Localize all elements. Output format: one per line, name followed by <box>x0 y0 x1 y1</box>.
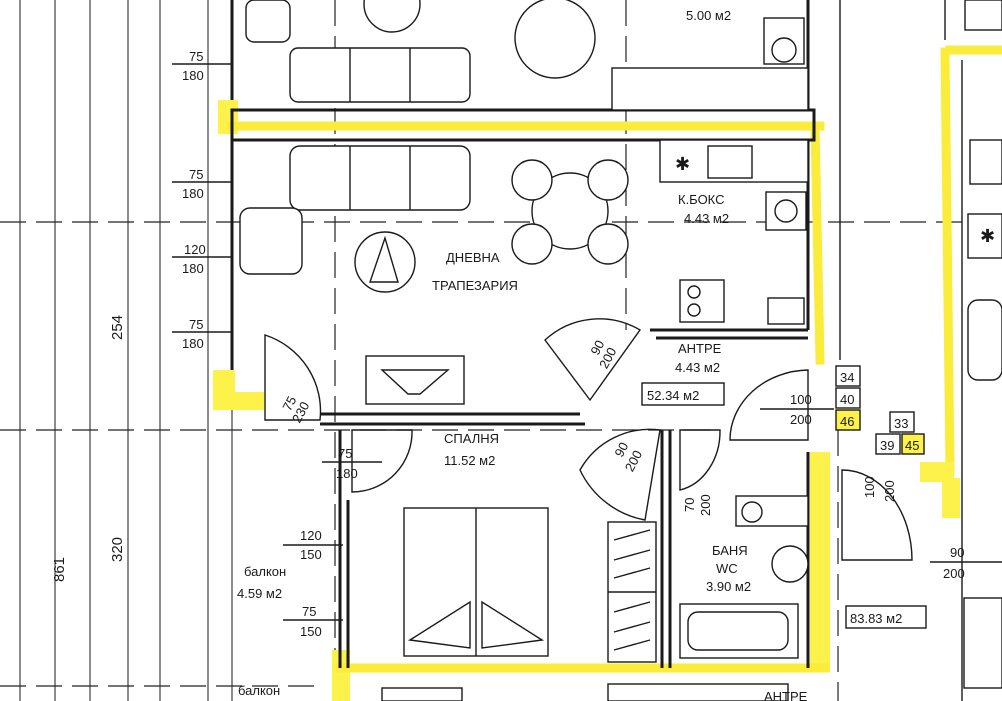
neighbor-fittings: ✱ <box>381 0 1002 701</box>
kitchen-box-label: К.БОКС <box>678 192 725 207</box>
door-annotations: 75 230 90 200 90 200 70 200 100 200 100 … <box>279 338 1002 581</box>
kitchen-box-area: 4.43 м2 <box>684 211 729 226</box>
entry-area: 4.43 м2 <box>675 360 720 375</box>
stair-num-6: 45 <box>905 438 919 453</box>
window-7-width: 75 <box>302 604 316 619</box>
wardrobe <box>607 521 657 663</box>
armchair <box>239 207 303 275</box>
entry-bottom-label: АНТРЕ <box>764 689 808 701</box>
dining-table <box>511 159 629 265</box>
neighbor-total-box <box>845 605 927 629</box>
dimension-labels: 254 320 861 <box>51 315 126 582</box>
walls <box>230 0 963 701</box>
bath-label-1: БАНЯ <box>712 543 748 558</box>
window-4-width: 75 <box>189 317 203 332</box>
window-6-width: 120 <box>300 528 322 543</box>
stair-num-2: 40 <box>840 392 854 407</box>
window-6-height: 150 <box>300 547 322 562</box>
door-swings <box>264 318 913 561</box>
stair-num-1: 34 <box>840 370 854 385</box>
window-2-height: 180 <box>182 186 204 201</box>
bath-label-2: WC <box>716 561 738 576</box>
kitchen-top-area: 5.00 м2 <box>686 8 731 23</box>
dim-upper: 254 <box>109 315 126 340</box>
balcony-bottom-label: балкон <box>238 683 280 698</box>
dim-lower: 320 <box>109 537 126 562</box>
svg-text:✱: ✱ <box>675 154 690 174</box>
window-1-width: 75 <box>189 49 203 64</box>
front-door-width: 100 <box>790 392 812 407</box>
apartment-total: 52.34 м2 <box>647 388 699 403</box>
window-1-height: 180 <box>182 68 204 83</box>
bedroom-area: 11.52 м2 <box>444 453 495 468</box>
living-label-1: ДНЕВНА <box>446 250 500 265</box>
balcony-area: 4.59 м2 <box>237 586 282 601</box>
front-door-height: 200 <box>790 412 812 427</box>
entry-door-width: 90 <box>587 338 607 358</box>
bath-door-height: 200 <box>698 494 713 516</box>
window-4-height: 180 <box>182 336 204 351</box>
apartment-total-box <box>641 382 725 406</box>
stair-num-5: 39 <box>880 438 894 453</box>
window-5-width: 75 <box>338 446 352 461</box>
neighbor-total: 83.83 м2 <box>850 611 902 626</box>
window-3-height: 180 <box>182 261 204 276</box>
bed <box>403 507 549 657</box>
window-2-width: 75 <box>189 167 203 182</box>
window-3-width: 120 <box>184 242 206 257</box>
neighbor-door-width: 90 <box>950 545 964 560</box>
room-labels: ДНЕВНА ТРАПЕЗАРИЯ К.БОКС 4.43 м2 АНТРЕ 4… <box>237 192 927 701</box>
entry-label: АНТРЕ <box>678 341 722 356</box>
svg-text:✱: ✱ <box>980 226 995 246</box>
tv-unit <box>365 355 465 405</box>
stair-num-3: 46 <box>840 414 854 429</box>
dim-overall: 861 <box>51 557 68 582</box>
balcony-door-width: 75 <box>279 394 299 414</box>
window-annotations: 75 180 75 180 120 180 75 180 75 180 120 … <box>172 49 382 639</box>
window-7-height: 150 <box>300 624 322 639</box>
bath-area: 3.90 м2 <box>706 579 751 594</box>
living-label-2: ТРАПЕЗАРИЯ <box>432 278 518 293</box>
bedroom-label: СПАЛНЯ <box>444 431 499 446</box>
lamp-icon <box>354 231 416 293</box>
bedroom-door-width: 90 <box>611 440 631 460</box>
stair-num-4: 33 <box>894 416 908 431</box>
hall-door-height: 200 <box>882 480 897 502</box>
stair-numbers: 34 40 46 33 39 45 <box>835 365 925 455</box>
sofa <box>289 145 471 211</box>
bath-fixtures <box>679 495 809 659</box>
hall-door-width: 100 <box>862 476 877 498</box>
neighbor-door-height: 200 <box>943 566 965 581</box>
bath-door-width: 70 <box>682 498 697 512</box>
kitchen-box: ✱ <box>659 139 809 325</box>
balcony-label: балкон <box>244 564 286 579</box>
top-unit: 5.00 м2 <box>245 0 809 111</box>
window-5-height: 180 <box>336 466 358 481</box>
